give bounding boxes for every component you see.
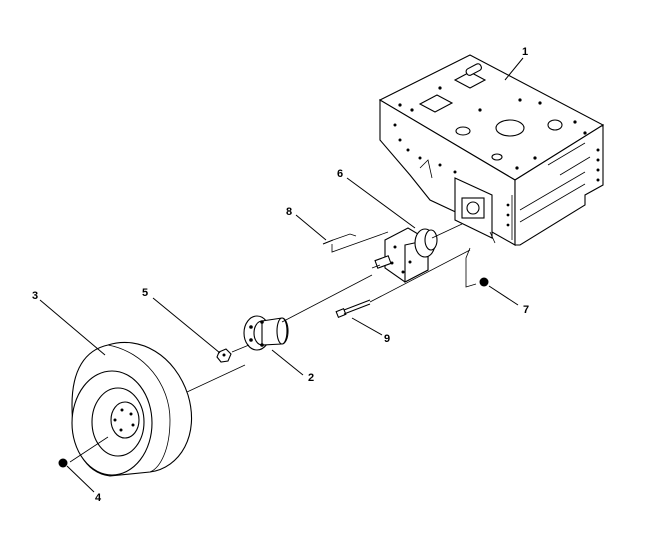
key-part — [322, 233, 357, 245]
callout-7: 7 — [523, 304, 529, 316]
callout-2: 2 — [308, 372, 314, 384]
nut-part — [479, 277, 489, 287]
assembly-lines — [69, 223, 496, 463]
callout-6: 6 — [337, 168, 343, 180]
lug-nut-part — [216, 348, 232, 363]
callout-labels: 1 2 3 4 5 6 7 8 9 — [32, 46, 529, 504]
frame-part — [378, 54, 605, 246]
callout-5: 5 — [142, 287, 148, 299]
wheel-nut-part — [58, 458, 68, 468]
callout-9: 9 — [384, 333, 390, 345]
bolt-part — [335, 299, 371, 318]
leader-lines — [39, 57, 524, 493]
callout-3: 3 — [32, 290, 38, 302]
hub-part — [243, 315, 289, 351]
callout-8: 8 — [286, 206, 292, 218]
wheel-part — [71, 341, 193, 477]
callout-4: 4 — [95, 492, 102, 504]
motor-part — [371, 227, 438, 283]
callout-1: 1 — [522, 46, 528, 58]
